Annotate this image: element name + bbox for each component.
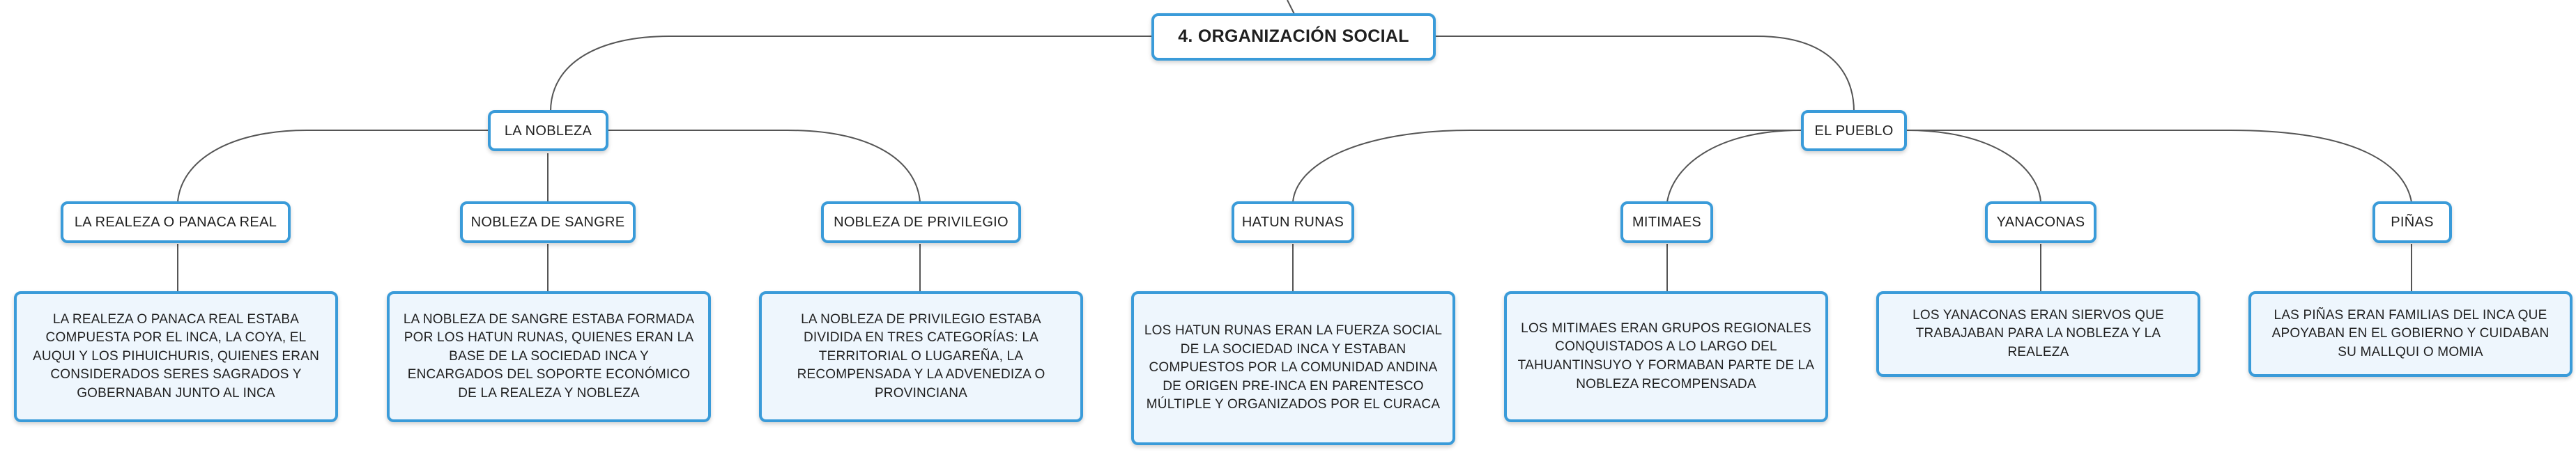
link-pueblo-pinas bbox=[1907, 130, 2412, 203]
link-root-pueblo bbox=[1436, 36, 1855, 112]
detail-hatun-runas[interactable]: LOS HATUN RUNAS ERAN LA FUERZA SOCIAL DE… bbox=[1131, 291, 1455, 445]
root-topic[interactable]: 4. ORGANIZACIÓN SOCIAL bbox=[1151, 13, 1436, 61]
link-pueblo-hatun bbox=[1292, 130, 1801, 203]
topic-mitimaes[interactable]: MITIMAES bbox=[1620, 201, 1713, 243]
link-root-parent bbox=[1287, 0, 1296, 16]
link-pueblo-mitimaes bbox=[1666, 130, 1802, 203]
detail-nobleza-privilegio[interactable]: LA NOBLEZA DE PRIVILEGIO ESTABA DIVIDIDA… bbox=[759, 291, 1083, 422]
detail-nobleza-sangre[interactable]: LA NOBLEZA DE SANGRE ESTABA FORMADA POR … bbox=[387, 291, 711, 422]
topic-nobleza-privilegio[interactable]: NOBLEZA DE PRIVILEGIO bbox=[821, 201, 1021, 243]
link-nobleza-realeza bbox=[177, 130, 488, 203]
topic-hatun-runas[interactable]: HATUN RUNAS bbox=[1232, 201, 1354, 243]
topic-realeza[interactable]: LA REALEZA O PANACA REAL bbox=[61, 201, 291, 243]
link-pueblo-yanaconas bbox=[1906, 130, 2041, 203]
branch-el-pueblo[interactable]: EL PUEBLO bbox=[1801, 110, 1907, 151]
detail-pinas[interactable]: LAS PIÑAS ERAN FAMILIAS DEL INCA QUE APO… bbox=[2248, 291, 2573, 377]
topic-pinas[interactable]: PIÑAS bbox=[2372, 201, 2452, 243]
branch-la-nobleza[interactable]: LA NOBLEZA bbox=[488, 110, 608, 151]
link-root-nobleza bbox=[550, 36, 1151, 112]
topic-nobleza-sangre[interactable]: NOBLEZA DE SANGRE bbox=[460, 201, 636, 243]
detail-realeza[interactable]: LA REALEZA O PANACA REAL ESTABA COMPUEST… bbox=[14, 291, 338, 422]
detail-yanaconas[interactable]: LOS YANACONAS ERAN SIERVOS QUE TRABAJABA… bbox=[1876, 291, 2200, 377]
link-nobleza-privilegio bbox=[608, 130, 921, 203]
detail-mitimaes[interactable]: LOS MITIMAES ERAN GRUPOS REGIONALES CONQ… bbox=[1504, 291, 1828, 422]
topic-yanaconas[interactable]: YANACONAS bbox=[1985, 201, 2096, 243]
